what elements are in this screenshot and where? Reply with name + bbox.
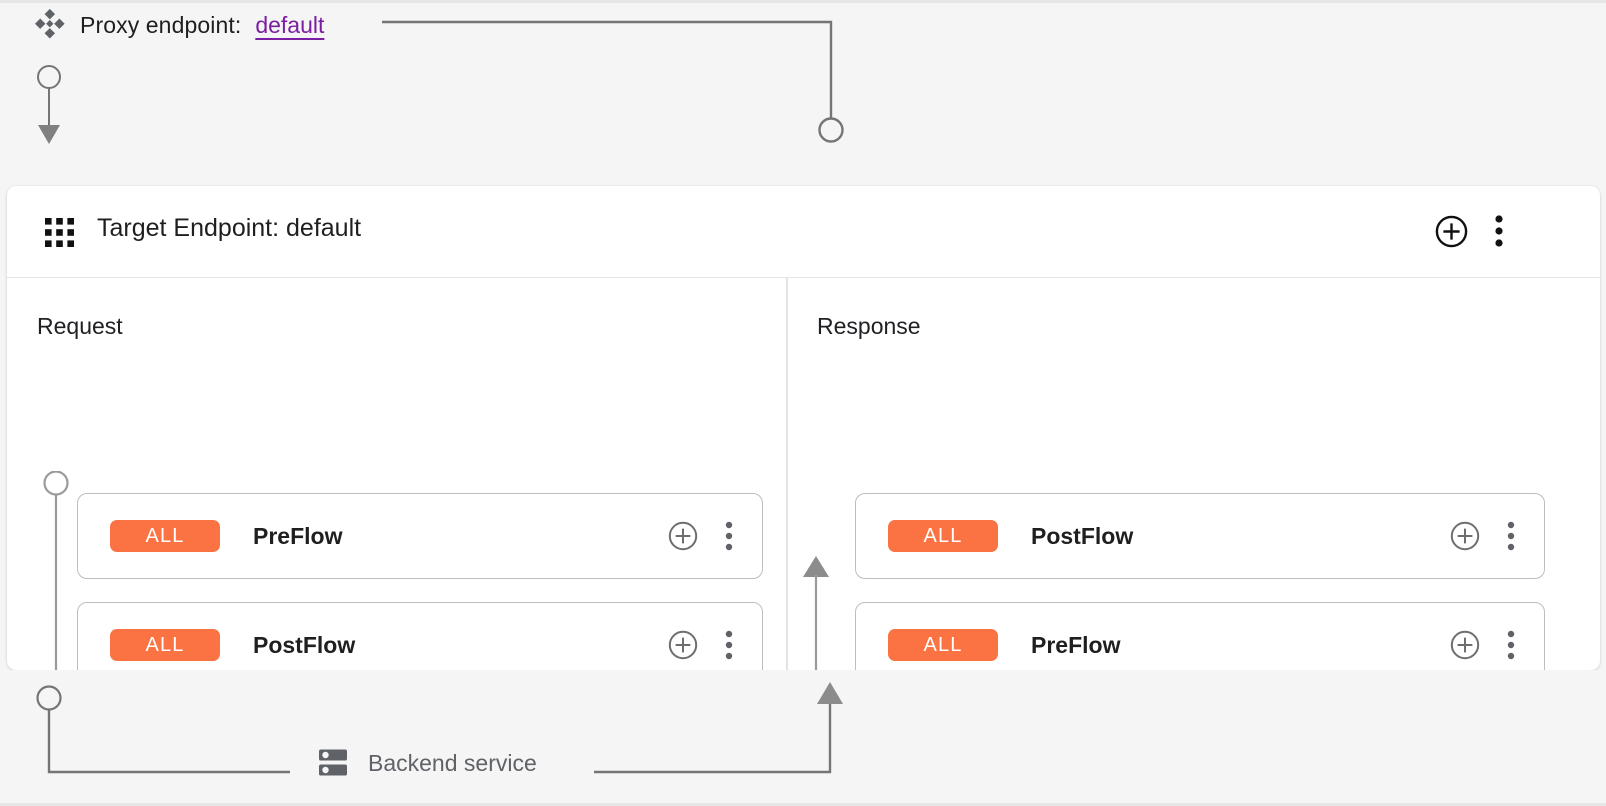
flow-card-actions [668,494,740,578]
add-step-button[interactable] [668,630,698,660]
flow-name: PostFlow [1031,522,1134,549]
flow-card-response-postflow[interactable]: ALL PostFlow [855,493,1545,579]
flow-card-response-preflow[interactable]: ALL PreFlow [855,602,1545,670]
proxy-endpoint-row: Proxy endpoint: default [32,8,324,42]
backend-service-strip [0,670,1606,806]
flow-badge: ALL [110,520,220,552]
request-column-title: Request [37,313,123,339]
flow-badge: ALL [888,629,998,661]
backend-service-label: Backend service [368,749,537,776]
flow-badge: ALL [888,520,998,552]
response-column-title: Response [817,313,921,339]
flow-name: PreFlow [1031,631,1121,658]
add-step-button[interactable] [1450,630,1480,660]
step-more-options-button[interactable] [1500,630,1522,660]
proxy-endpoint-strip: Proxy endpoint: default [0,0,1606,186]
flow-badge: ALL [110,629,220,661]
step-more-options-button[interactable] [1500,521,1522,551]
vertical-dots-icon [718,521,740,551]
response-flow-list: ALL PostFlow [855,493,1545,670]
add-step-button[interactable] [668,521,698,551]
flow-card-request-preflow[interactable]: ALL PreFlow [77,493,763,579]
header-divider [7,277,1600,278]
server-rack-icon [318,748,348,778]
proxy-endpoint-link[interactable]: default [255,11,325,38]
circle-plus-icon [1450,630,1480,660]
target-endpoint-header: Target Endpoint: default [7,186,1600,277]
flow-name: PreFlow [253,522,343,549]
circle-plus-icon [1435,215,1468,248]
request-flow-arrow [35,471,77,670]
proxy-endpoint-diamond-icon [32,8,66,42]
request-column: Request ALL PreFlow [7,277,786,670]
target-endpoint-panel: Target Endpoint: default [7,186,1600,670]
circle-plus-icon [668,521,698,551]
backend-service-row: Backend service [318,748,537,778]
vertical-dots-icon [1486,214,1512,248]
flow-card-actions [1450,603,1522,670]
request-flow-list: ALL PreFlow [77,493,763,670]
flow-card-request-postflow[interactable]: ALL PostFlow [77,602,763,670]
step-more-options-button[interactable] [718,630,740,660]
circle-plus-icon [1450,521,1480,551]
vertical-dots-icon [718,630,740,660]
add-policy-button[interactable] [1435,215,1468,248]
more-options-button[interactable] [1486,214,1512,248]
bottom-divider [0,803,1606,806]
page-title: Target Endpoint: default [97,214,362,242]
column-divider [786,277,788,670]
response-flow-arrow [795,462,837,670]
step-more-options-button[interactable] [718,521,740,551]
vertical-dots-icon [1500,521,1522,551]
flow-card-actions [668,603,740,670]
grid-dots-icon [45,218,74,247]
add-step-button[interactable] [1450,521,1480,551]
proxy-endpoint-label: Proxy endpoint: [80,11,242,38]
response-column: Response ALL PostFlow [787,277,1600,670]
flow-name: PostFlow [253,631,356,658]
circle-plus-icon [668,630,698,660]
flow-card-actions [1450,494,1522,578]
top-divider [0,0,1606,3]
vertical-dots-icon [1500,630,1522,660]
